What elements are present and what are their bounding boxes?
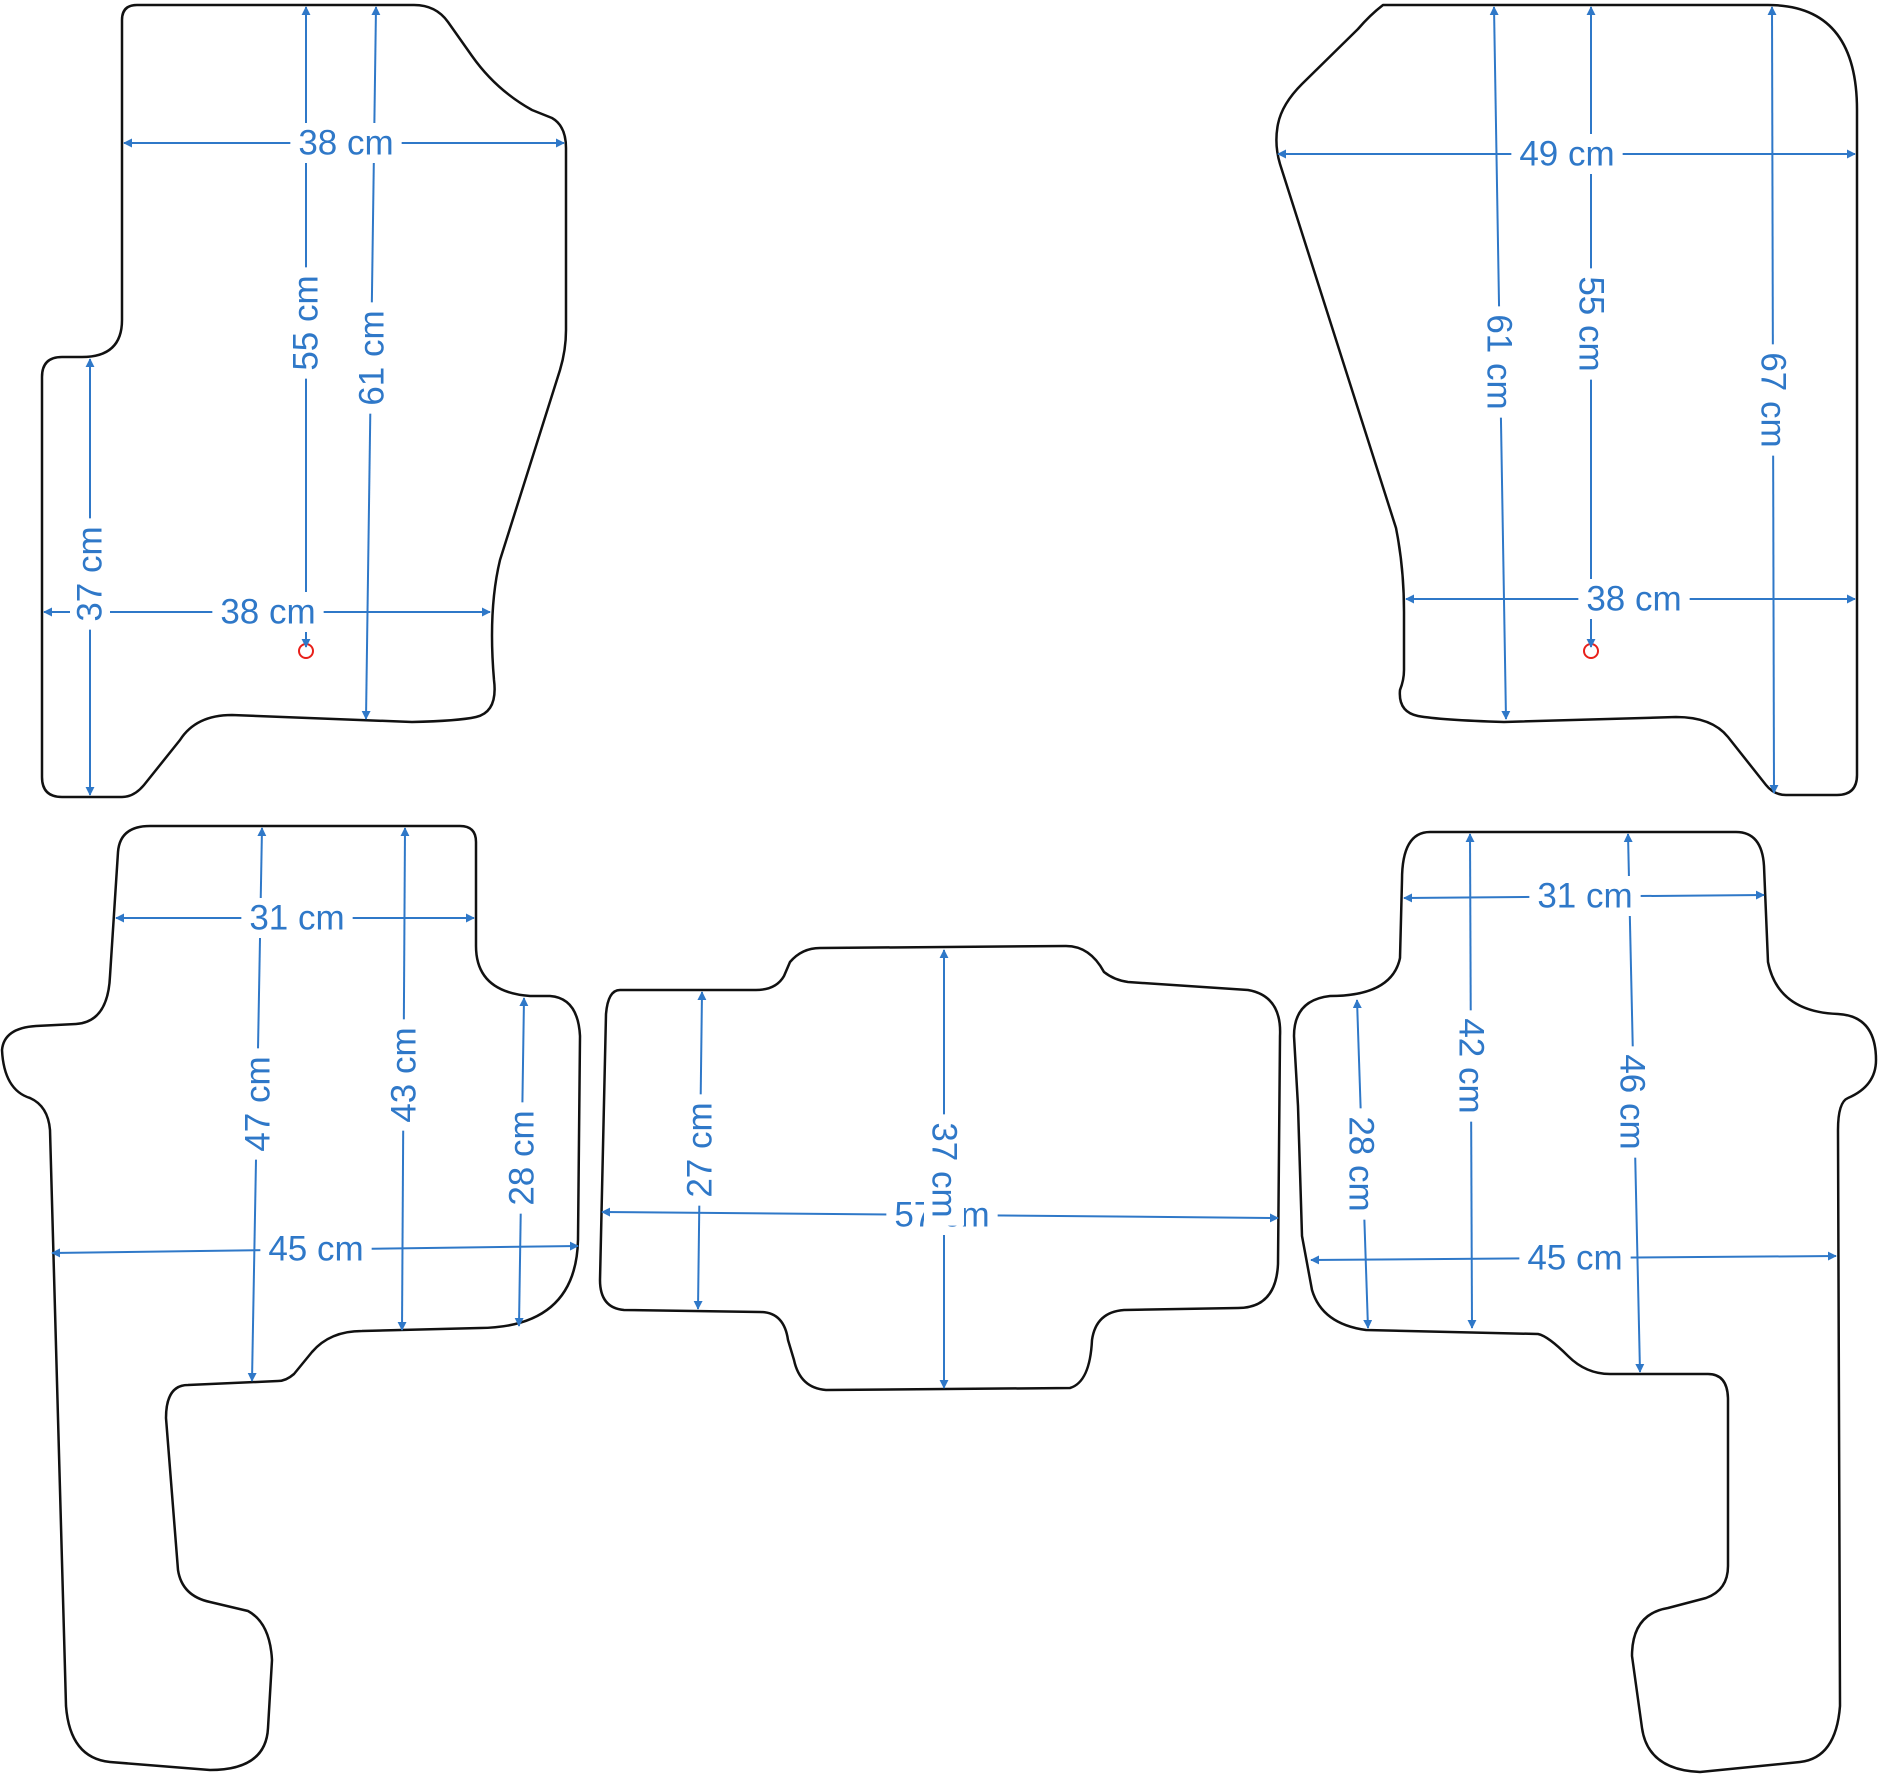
rr-height-c-label: 46 cm bbox=[1613, 1054, 1652, 1149]
rr-width-top-label: 31 cm bbox=[1537, 877, 1632, 916]
rl-height-c-label-group: 28 cm bbox=[502, 1102, 542, 1214]
rr-height-c-label-group: 46 cm bbox=[1612, 1046, 1652, 1158]
fr-height-right-label: 67 cm bbox=[1754, 352, 1793, 447]
fl-height-center-label-group: 55 cm bbox=[286, 267, 326, 379]
rr-width-bottom-label: 45 cm bbox=[1527, 1239, 1622, 1278]
rl-height-a-label: 47 cm bbox=[239, 1056, 278, 1151]
rc-height-center-label: 37 cm bbox=[925, 1122, 964, 1217]
fl-height-left-label: 37 cm bbox=[71, 526, 110, 621]
rl-width-bottom-label: 45 cm bbox=[268, 1230, 363, 1269]
fl-width-top-label-group: 38 cm bbox=[290, 123, 402, 163]
fr-height-left-label-group: 61 cm bbox=[1479, 306, 1519, 418]
fr-height-right-label-group: 67 cm bbox=[1753, 344, 1793, 456]
rear-right-mat-outline bbox=[1292, 830, 1878, 1774]
rl-width-top-label-group: 31 cm bbox=[241, 898, 353, 938]
rear-center-mat-outline bbox=[598, 944, 1282, 1392]
fr-height-center-label-group: 55 cm bbox=[1571, 268, 1611, 380]
fr-width-bottom-label-group: 38 cm bbox=[1578, 579, 1690, 619]
rr-width-top-label-group: 31 cm bbox=[1529, 876, 1641, 916]
rr-height-b-label-group: 42 cm bbox=[1451, 1010, 1491, 1122]
rc-height-left-label-group: 27 cm bbox=[680, 1094, 720, 1206]
rr-height-b-label: 42 cm bbox=[1452, 1018, 1491, 1113]
fr-width-top-label-group: 49 cm bbox=[1511, 134, 1623, 174]
front-left-mat-outline bbox=[40, 3, 568, 799]
rl-height-b-label-group: 43 cm bbox=[384, 1019, 424, 1131]
fl-width-bottom-label: 38 cm bbox=[220, 593, 315, 632]
fl-height-right-label: 61 cm bbox=[353, 310, 392, 405]
rl-height-a-label-group: 47 cm bbox=[238, 1048, 278, 1160]
fl-height-right-label-group: 61 cm bbox=[352, 302, 392, 414]
rr-height-a-label: 28 cm bbox=[1342, 1116, 1381, 1211]
rear-left-mat-outline bbox=[0, 824, 582, 1772]
fr-width-top-label: 49 cm bbox=[1519, 135, 1614, 174]
fl-height-center-label: 55 cm bbox=[287, 275, 326, 370]
rl-width-bottom-label-group: 45 cm bbox=[260, 1229, 372, 1269]
rc-height-left-label: 27 cm bbox=[681, 1102, 720, 1197]
fr-width-bottom-label: 38 cm bbox=[1586, 580, 1681, 619]
rr-height-a-label-group: 28 cm bbox=[1341, 1108, 1381, 1220]
fr-height-center-label: 55 cm bbox=[1572, 276, 1611, 371]
rr-width-bottom-label-group: 45 cm bbox=[1519, 1238, 1631, 1278]
fl-height-left-label-group: 37 cm bbox=[70, 518, 110, 630]
rl-height-b-label: 43 cm bbox=[385, 1027, 424, 1122]
fr-height-left-label: 61 cm bbox=[1480, 314, 1519, 409]
front-right-mat-outline bbox=[1275, 3, 1859, 797]
rc-height-center-label-group: 37 cm bbox=[924, 1114, 964, 1226]
fl-width-top-label: 38 cm bbox=[298, 124, 393, 163]
rl-width-top-label: 31 cm bbox=[249, 899, 344, 938]
rl-height-c-label: 28 cm bbox=[503, 1110, 542, 1205]
fl-width-bottom-label-group: 38 cm bbox=[212, 592, 324, 632]
